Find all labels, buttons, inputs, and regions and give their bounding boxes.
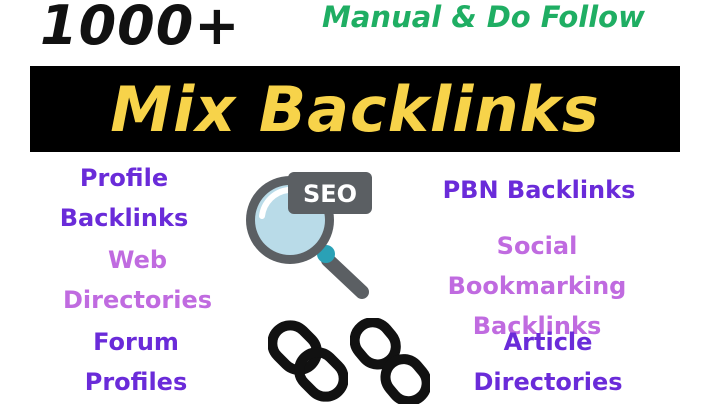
- web-line2: Directories: [62, 286, 213, 314]
- profile-backlinks-label: Profile Backlinks: [44, 158, 204, 238]
- social-bookmarking-label: Social Bookmarking Backlinks: [404, 226, 670, 346]
- article-line2: Directories: [473, 368, 623, 396]
- tagline: Manual & Do Follow: [322, 0, 645, 34]
- forum-line2: Profiles: [84, 368, 188, 396]
- social-line1: Social Bookmarking: [447, 232, 627, 300]
- article-directories-label: Article Directories: [458, 322, 638, 402]
- chain-link-icon: [268, 320, 348, 402]
- title-banner: [30, 66, 680, 152]
- article-line1: Article: [503, 328, 593, 356]
- magnifier-icon: SEO: [246, 172, 372, 299]
- forum-profiles-label: Forum Profiles: [56, 322, 216, 402]
- banner-title: Mix Backlinks: [110, 72, 600, 146]
- seo-badge-text: SEO: [303, 180, 357, 208]
- profile-line1: Profile: [79, 164, 169, 192]
- profile-line2: Backlinks: [59, 204, 189, 232]
- web-directories-label: Web Directories: [40, 240, 235, 320]
- chain-link-icon-2: [350, 318, 430, 404]
- forum-line1: Forum: [93, 328, 179, 356]
- count-heading: 1000+: [40, 0, 241, 57]
- pbn-backlinks-label: PBN Backlinks: [442, 176, 636, 204]
- social-line2: Backlinks: [472, 312, 602, 340]
- web-line1: Web: [107, 246, 168, 274]
